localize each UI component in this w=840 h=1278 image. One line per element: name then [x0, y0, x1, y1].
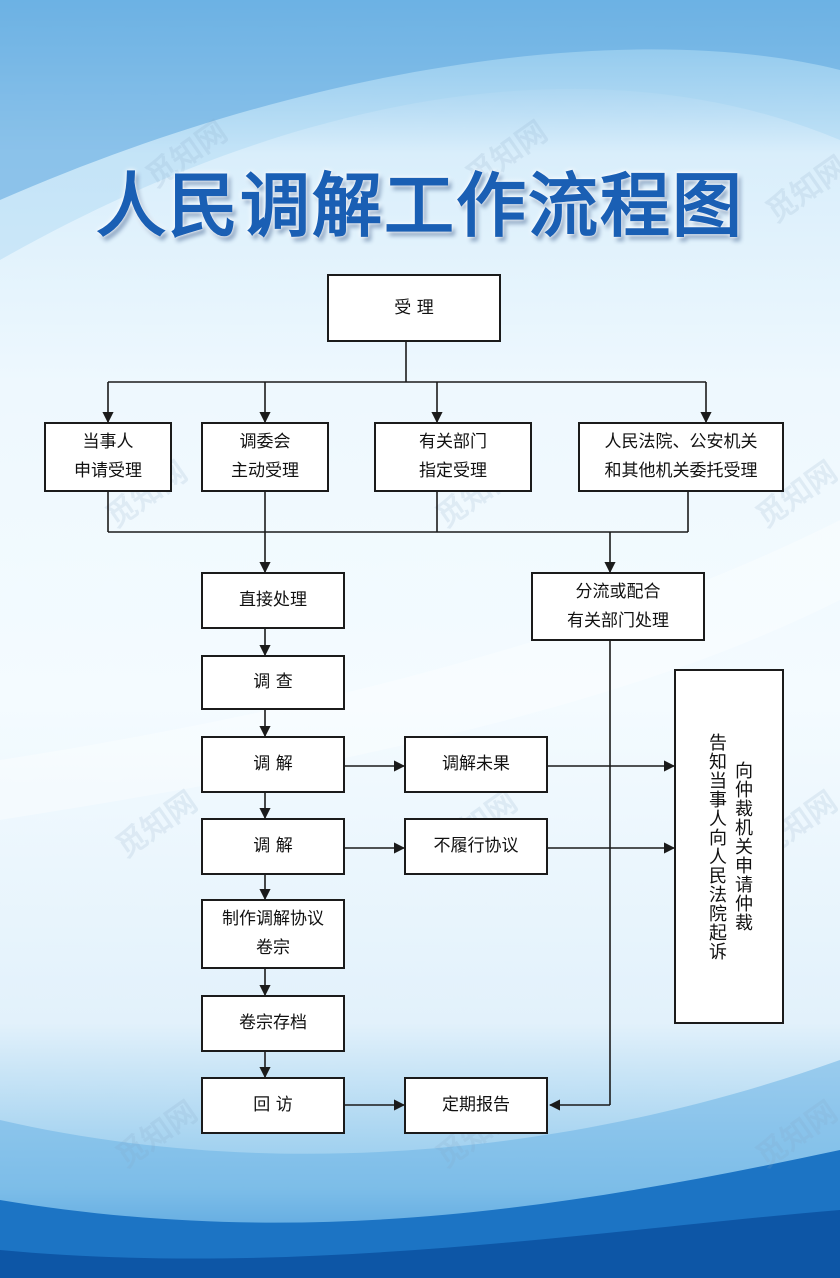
node-dept-assigned: 有关部门 指定受理 — [374, 422, 532, 492]
arbitration-text: 向仲裁机关申请仲裁 — [732, 761, 753, 932]
page-title: 人民调解工作流程图 — [96, 165, 744, 247]
lawsuit-text: 告知当事人向人民法院起诉 — [706, 732, 727, 961]
top-wave — [0, 0, 840, 200]
node-investigate: 调 查 — [201, 655, 345, 710]
node-revisit: 回 访 — [201, 1077, 345, 1134]
node-committee: 调委会 主动受理 — [201, 422, 329, 492]
node-court-entrusted: 人民法院、公安机关 和其他机关委托受理 — [578, 422, 784, 492]
node-party-apply: 当事人 申请受理 — [44, 422, 172, 492]
node-mediate-1: 调 解 — [201, 736, 345, 793]
node-divert: 分流或配合 有关部门处理 — [531, 572, 705, 641]
node-arbitration-lawsuit: 向仲裁机关申请仲裁 告知当事人向人民法院起诉 — [674, 669, 784, 1024]
top-wave-light — [0, 0, 840, 260]
node-make-agreement: 制作调解协议 卷宗 — [201, 899, 345, 969]
node-archive: 卷宗存档 — [201, 995, 345, 1052]
node-report: 定期报告 — [404, 1077, 548, 1134]
bottom-wave-dark — [0, 1210, 840, 1278]
node-direct: 直接处理 — [201, 572, 345, 629]
node-accept: 受 理 — [327, 274, 501, 342]
node-non-performance: 不履行协议 — [404, 818, 548, 875]
node-mediate-2: 调 解 — [201, 818, 345, 875]
node-unresolved: 调解未果 — [404, 736, 548, 793]
